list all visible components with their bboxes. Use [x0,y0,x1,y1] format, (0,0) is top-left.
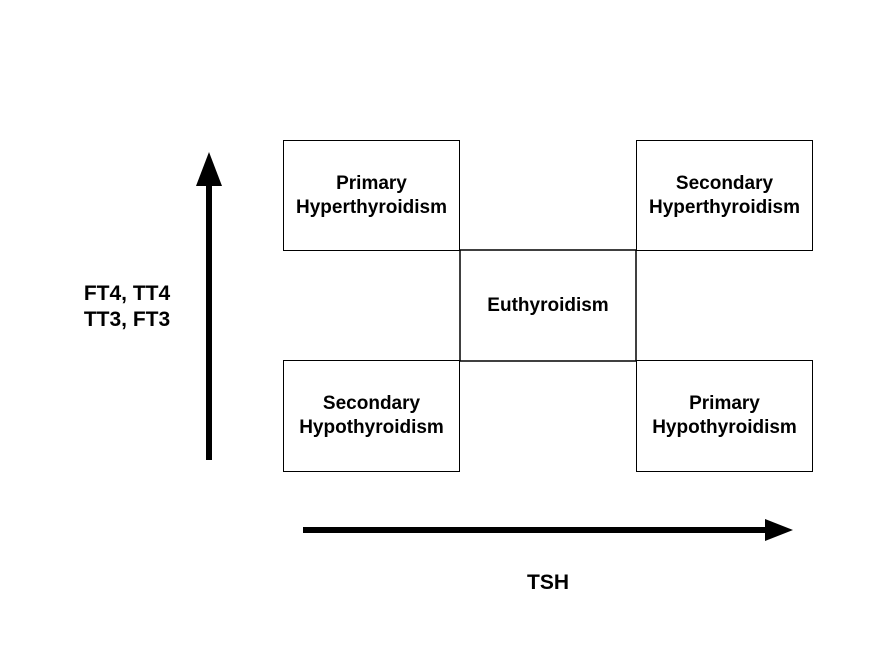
secondary-hypothyroidism-line1: Secondary [322,393,421,414]
secondary-hyperthyroidism-line1: Secondary [675,172,774,194]
primary-hyperthyroidism-line2: Hyperthyroidism [296,196,447,218]
y-axis-label-line2: TT3, FT3 [83,308,171,331]
secondary-hypothyroidism-box [283,360,460,472]
euthyroidism-line1: Euthyroidism [487,294,609,316]
primary-hyperthyroidism-label: Primary Hyperthyroidism [283,140,460,251]
secondary-hyperthyroidism-line2: Hyperthyroidism [649,196,800,218]
y-axis-label: FT4, TT4 TT3, FT3 [62,281,192,333]
y-axis-label-line1: FT4, TT4 [83,282,171,305]
secondary-hyperthyroidism-box [636,140,813,251]
primary-hypothyroidism-box [636,360,813,472]
primary-hypothyroidism-line1: Primary [689,393,760,414]
primary-hyperthyroidism-box [283,140,460,251]
secondary-hyperthyroidism-label: Secondary Hyperthyroidism [636,140,813,251]
center-box-outline [459,249,637,362]
secondary-hypothyroidism-line2: Hypothyroidism [299,417,444,438]
x-axis-label: TSH [498,570,598,596]
x-axis-arrow-head [765,519,793,541]
x-axis-label-text: TSH [527,571,569,594]
euthyroidism-label: Euthyroidism [460,250,636,361]
y-axis-arrow-head [196,152,222,186]
secondary-hypothyroidism-label: Secondary Hypothyroidism [283,360,460,472]
primary-hypothyroidism-line2: Hypothyroidism [652,417,797,438]
primary-hyperthyroidism-line1: Primary [336,172,407,194]
primary-hypothyroidism-label: Primary Hypothyroidism [636,360,813,472]
